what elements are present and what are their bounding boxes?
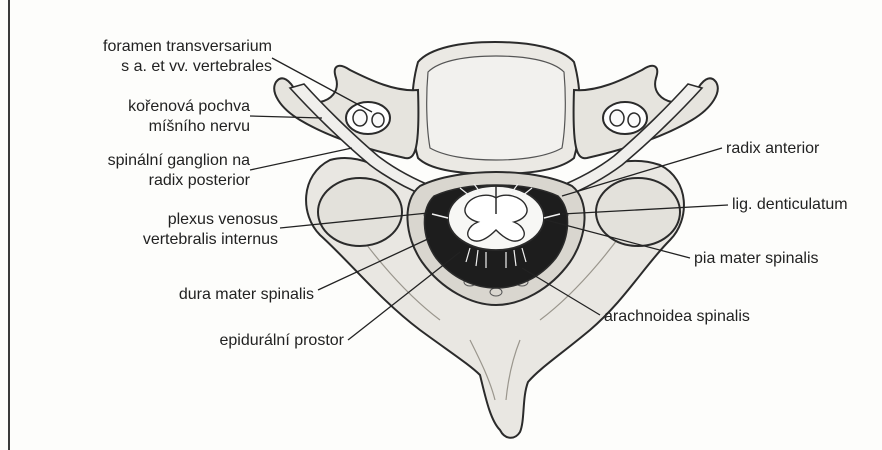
label-korenova-pochva: kořenová pochva míšního nervu xyxy=(60,97,250,137)
label-arachnoidea: arachnoidea spinalis xyxy=(604,307,750,327)
label-line: foramen transversarium xyxy=(60,37,272,57)
right-vertebral-artery xyxy=(610,110,624,126)
label-line: dura mater spinalis xyxy=(100,285,314,305)
label-dura-mater: dura mater spinalis xyxy=(100,285,314,305)
label-plexus-venosus: plexus venosus vertebralis internus xyxy=(60,210,278,250)
label-pia-mater: pia mater spinalis xyxy=(694,249,819,269)
label-lig-denticulatum: lig. denticulatum xyxy=(732,195,848,215)
vertebral-body-top xyxy=(427,56,566,160)
label-radix-anterior: radix anterior xyxy=(726,139,819,159)
label-line: pia mater spinalis xyxy=(694,249,819,269)
left-lateral-mass xyxy=(318,178,402,246)
label-line: míšního nervu xyxy=(60,117,250,137)
label-line: s a. et vv. vertebrales xyxy=(60,57,272,77)
label-line: epidurální prostor xyxy=(140,331,344,351)
label-line: kořenová pochva xyxy=(60,97,250,117)
label-foramen-transversarium: foramen transversarium s a. et vv. verte… xyxy=(60,37,272,77)
left-vertebral-artery xyxy=(353,110,367,126)
right-vertebral-vein xyxy=(628,113,640,127)
label-line: lig. denticulatum xyxy=(732,195,848,215)
label-line: radix posterior xyxy=(40,171,250,191)
label-line: plexus venosus xyxy=(60,210,278,230)
label-line: radix anterior xyxy=(726,139,819,159)
label-line: spinální ganglion na xyxy=(40,151,250,171)
label-spinalni-ganglion: spinální ganglion na radix posterior xyxy=(40,151,250,191)
label-line: vertebralis internus xyxy=(60,230,278,250)
left-vertebral-vein xyxy=(372,113,384,127)
label-epiduralni-prostor: epidurální prostor xyxy=(140,331,344,351)
label-line: arachnoidea spinalis xyxy=(604,307,750,327)
